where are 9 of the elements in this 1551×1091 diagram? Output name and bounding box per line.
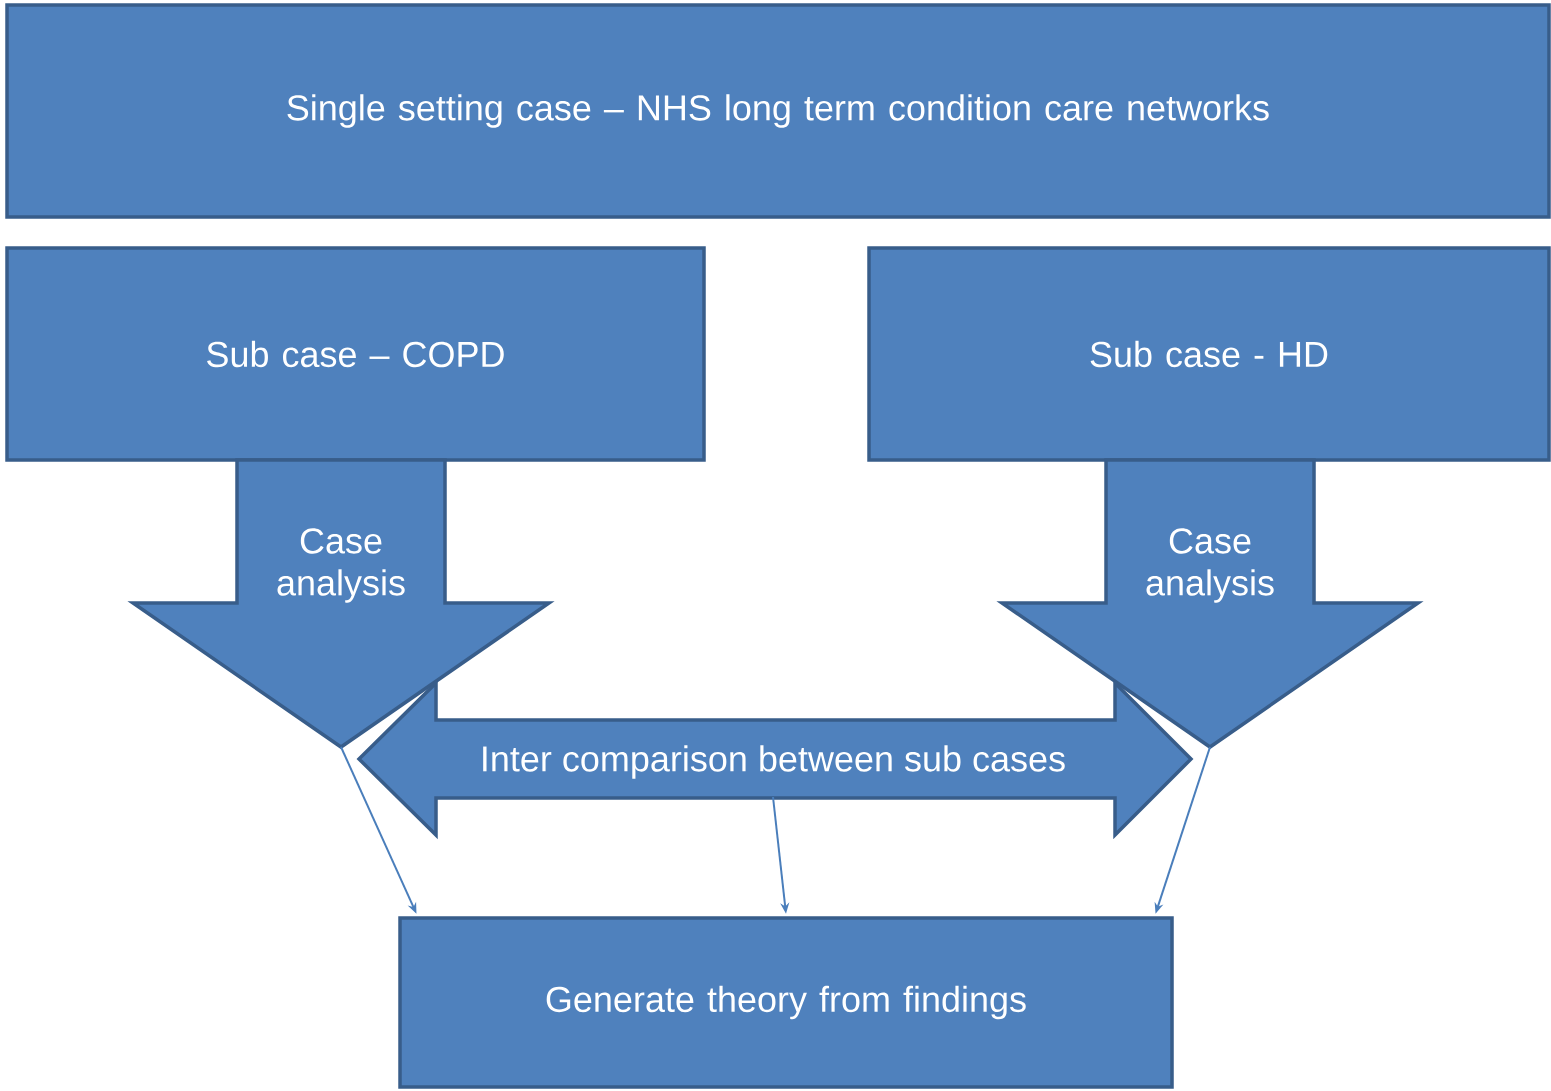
process-box: Sub case – COPD bbox=[5, 246, 706, 462]
arrow-text: Inter comparison between sub cases bbox=[483, 745, 1065, 779]
process-box: Generate theory from findings bbox=[398, 916, 1174, 1089]
process-box: Sub case - HD bbox=[867, 246, 1551, 462]
arrow-text: Case analysis bbox=[277, 528, 405, 603]
arrow-text: Case analysis bbox=[1146, 528, 1274, 603]
block-arrow bbox=[996, 458, 1424, 750]
process-box: Single setting case – NHS long term condition care networks bbox=[5, 3, 1551, 219]
block-arrow bbox=[127, 458, 555, 750]
